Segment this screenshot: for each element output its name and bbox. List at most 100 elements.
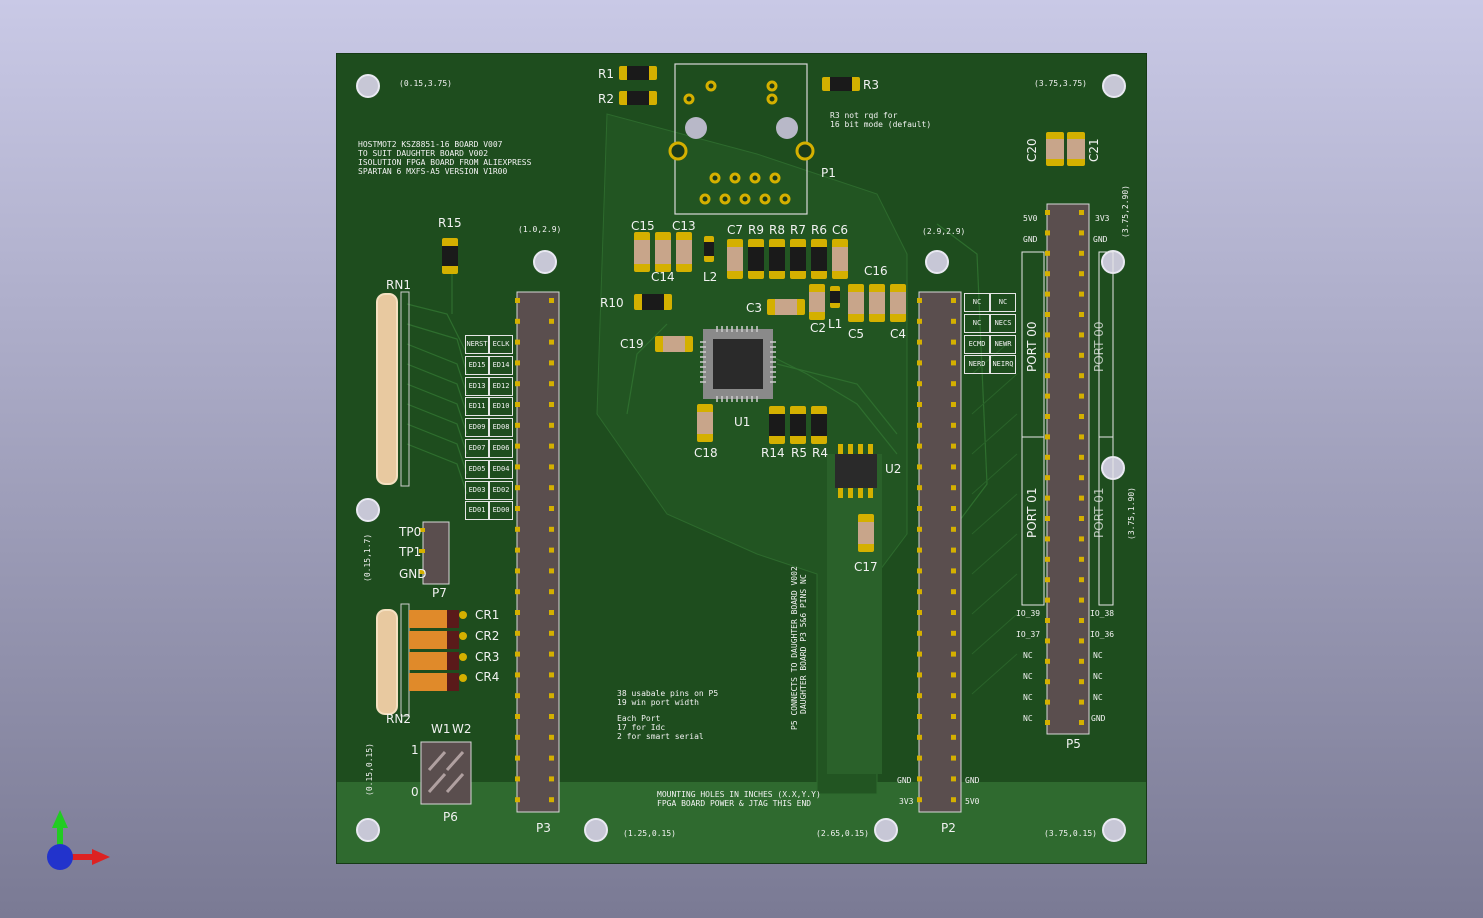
ref-cr4: CR4 [475, 670, 500, 684]
z-axis-icon [47, 844, 73, 870]
ref-r7: R7 [790, 223, 806, 237]
header-pin [515, 464, 520, 470]
p5-note-2: 19 win port width [617, 698, 699, 707]
title-line-3: ISOLUTION FPGA BOARD FROM ALIEXPRESS [358, 158, 532, 167]
header-pin [549, 776, 554, 782]
signal-cell: ED03 [465, 480, 489, 500]
header-pin [917, 568, 922, 574]
header-pin [1045, 699, 1050, 705]
header-pin [917, 714, 922, 719]
signal-cell: NERD [964, 355, 990, 375]
ref-w2: W2 [452, 722, 472, 736]
ref-p1: P1 [821, 166, 836, 180]
header-pin [515, 526, 520, 532]
header-pin [1045, 679, 1050, 685]
header-pin [515, 734, 520, 740]
header-pin [1079, 475, 1084, 481]
header-pin [515, 422, 520, 428]
signal-cell: NC [964, 313, 990, 333]
header-pin [951, 506, 956, 511]
ref-c16: C16 [864, 264, 888, 278]
header-pin [549, 381, 554, 387]
header-pin [917, 651, 922, 657]
coord-label: (3.75,1.90) [1127, 487, 1136, 540]
p5-label-gnd-right: GND [1093, 235, 1108, 244]
ref-r2: R2 [598, 92, 614, 106]
header-pin [1079, 618, 1084, 623]
signal-cell: ED04 [489, 459, 513, 479]
header-pin [1045, 210, 1050, 215]
signal-cell: ED00 [489, 501, 513, 521]
header-pin [951, 464, 956, 470]
header-pin [515, 443, 520, 449]
port-00-label: PORT 00 [1025, 321, 1039, 372]
p2-label-3v3: 3V3 [899, 797, 914, 806]
header-pin [1045, 475, 1050, 481]
header-pin [549, 610, 554, 615]
ref-c20: C20 [1025, 138, 1039, 162]
p5-label-nc: NC [1023, 714, 1033, 723]
signal-cell: NC [964, 293, 990, 312]
header-pin [515, 630, 520, 636]
header-pin [917, 339, 922, 345]
header-pin [1079, 699, 1084, 705]
signal-cell: ED12 [489, 376, 513, 396]
ref-p5: P5 [1066, 737, 1081, 751]
p5-label-nc-right: NC [1093, 693, 1103, 702]
header-pin [515, 714, 520, 719]
header-pin [1079, 597, 1084, 603]
header-pin [515, 610, 520, 615]
p5-label-3v3: 3V3 [1095, 214, 1110, 223]
header-pin [1079, 638, 1084, 644]
header-pin [951, 402, 956, 407]
ref-jumper-1: 1 [411, 743, 419, 757]
ref-r9: R9 [748, 223, 764, 237]
pcb-board[interactable]: HOSTMOT2 KSZ8851-16 BOARD V007 TO SUIT D… [337, 54, 1146, 863]
pcb-artwork [337, 63, 1146, 863]
p2-label-5v0: 5V0 [965, 797, 980, 806]
header-pin [917, 464, 922, 470]
header-pin [951, 318, 956, 324]
header-pin [515, 651, 520, 657]
header-pin [917, 547, 922, 553]
header-pin [917, 381, 922, 387]
signal-cell: NEIRQ [990, 355, 1016, 375]
header-pin [917, 693, 922, 699]
ref-c2: C2 [810, 321, 827, 335]
header-pin [1045, 373, 1050, 379]
header-pin [1079, 250, 1084, 256]
header-pin [515, 339, 520, 345]
p5-label-nc-right: NC [1093, 651, 1103, 660]
signal-cell: NECS [990, 313, 1016, 333]
header-pin [1079, 210, 1084, 215]
signal-cell: ED02 [489, 480, 513, 500]
ref-jumper-0: 0 [411, 785, 419, 799]
ref-l1: L1 [828, 317, 843, 331]
header-pin [1045, 414, 1050, 419]
header-pin [1045, 291, 1050, 297]
x-axis-arrow-icon [70, 849, 110, 865]
header-pin [1079, 577, 1084, 583]
header-pin [515, 381, 520, 387]
signal-cell: ED07 [465, 439, 489, 458]
p5-note-1: 38 usabale pins on P5 [617, 689, 719, 698]
ref-gnd: GND [399, 567, 427, 581]
header-pin [1045, 720, 1050, 725]
p5-label-io38: IO_38 [1090, 609, 1115, 618]
p5-label-nc: NC [1023, 693, 1033, 702]
signal-cell: NC [990, 293, 1016, 312]
header-pin [1079, 352, 1084, 358]
daughter-note-1: P5 CONNECTS TO DAUGHTER BOARD V002 [790, 566, 799, 730]
header-pin [951, 714, 956, 719]
ref-c14: C14 [651, 270, 675, 284]
ref-c5: C5 [848, 327, 865, 341]
p2-label-gnd-right: GND [965, 776, 980, 785]
daughter-note-2: DAUGHTER BOARD P3 5&6 PINS NC [799, 574, 808, 714]
header-pin [549, 755, 554, 761]
header-pin [549, 506, 554, 511]
coord-label: (3.75,0.15) [1044, 829, 1097, 838]
p5-label-nc: NC [1023, 651, 1033, 660]
axis-gizmo[interactable] [40, 800, 120, 880]
coord-label: (1.0,2.9) [518, 225, 562, 234]
